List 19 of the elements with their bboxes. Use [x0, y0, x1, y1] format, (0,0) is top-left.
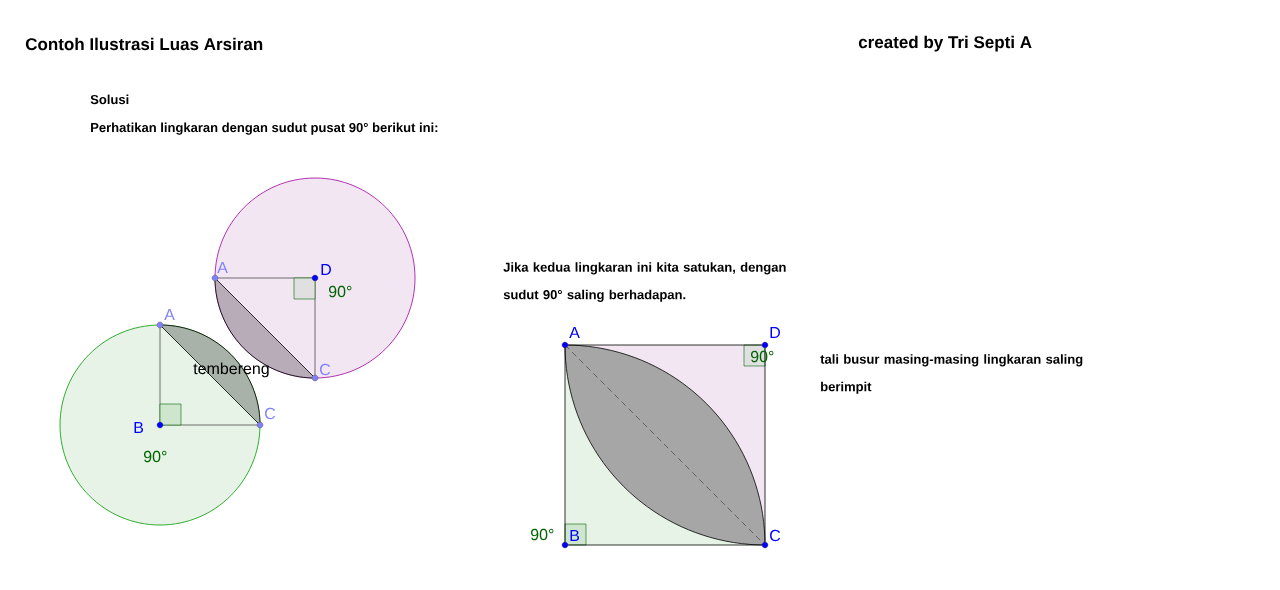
- note-text: Jika kedua lingkaran ini kita satukan, dengan sudut 90° saling berhadapan.: [503, 262, 786, 302]
- point-label: D: [321, 264, 331, 275]
- point-label: A: [164, 309, 175, 320]
- heading: Solusi: [90, 94, 129, 105]
- point-label: A: [217, 262, 228, 273]
- point-label: A: [569, 327, 580, 338]
- angle-label: 90°: [328, 285, 352, 298]
- point-label: D: [770, 327, 780, 338]
- point-label: C: [320, 363, 331, 376]
- point-label: C: [770, 529, 781, 542]
- point-label: B: [570, 530, 580, 541]
- angle-label: 90°: [530, 528, 554, 541]
- instruction-text: Perhatikan lingkaran dengan sudut pusat 90° berikut ini:: [91, 122, 438, 135]
- note-text: tali busur masing-masing lingkaran saling berimpit: [820, 354, 1083, 394]
- title: Contoh Ilustrasi Luas Arsiran: [25, 37, 263, 51]
- author-credit: created by Tri Septi A: [858, 35, 1032, 52]
- point-label: B: [134, 422, 144, 433]
- angle-label: 90°: [143, 450, 167, 463]
- point-label: C: [265, 407, 276, 420]
